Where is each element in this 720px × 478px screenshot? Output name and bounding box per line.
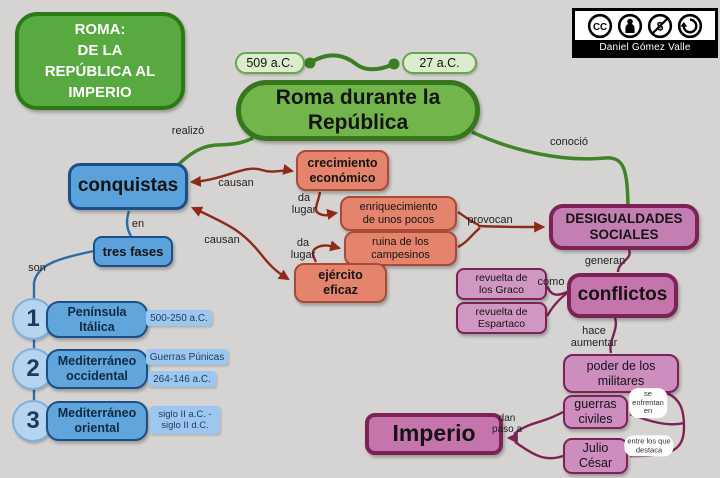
link-realizo-label: realizó [171, 124, 205, 137]
link-son-line [32, 249, 95, 421]
link-como-label: como [537, 275, 565, 288]
node-conquistas-label: conquistas [77, 175, 179, 197]
fase-3-item[interactable]: Mediterráneo oriental [46, 401, 148, 441]
node-conquistas[interactable]: conquistas [68, 163, 188, 210]
attribution-icon [617, 13, 643, 38]
node-poder-militares-label: poder de los militares [586, 358, 656, 388]
link-causan-2-label: causan [204, 233, 240, 246]
node-revuelta-espartaco[interactable]: revuelta de Espartaco [456, 302, 547, 334]
link-da-lugar-1-label: da lugar [291, 191, 317, 216]
fase-3-label: Mediterráneo oriental [57, 406, 137, 435]
fase-1-date-chip: 500-250 a.C. [146, 310, 212, 326]
timeline-end-pill[interactable]: 27 a.C. [402, 52, 477, 74]
link-provocan-arrow [477, 221, 546, 233]
link-generan-line [616, 249, 631, 273]
node-crecimiento-label: crecimiento económico [307, 155, 378, 185]
node-guerras-civiles[interactable]: guerras civiles [563, 395, 628, 429]
timeline-start-label: 509 a.C. [246, 55, 294, 70]
link-provocan-branch-top [457, 211, 480, 227]
node-desigualdades-label: DESIGUALDADES SOCIALES [565, 211, 683, 242]
license-icons: CC $ [575, 11, 715, 40]
timeline-end-label: 27 a.C. [419, 55, 460, 70]
node-ruina-campesinos[interactable]: ruina de los campesinos [344, 231, 457, 266]
node-enriquecimiento-label: enriquecimiento de unos pocos [359, 200, 438, 226]
link-da-lugar-1-arrow [314, 191, 339, 220]
share-alike-icon [677, 13, 703, 38]
node-desigualdades-sociales[interactable]: DESIGUALDADES SOCIALES [549, 204, 699, 250]
node-conflictos[interactable]: conflictos [567, 273, 678, 318]
link-dan-paso-label: dan paso a [491, 413, 523, 435]
link-conocio-label: conoció [550, 135, 588, 148]
link-provocan-label: provocan [467, 213, 513, 226]
map-title: ROMA: DE LA REPÚBLICA AL IMPERIO [15, 12, 185, 110]
timeline-dot-start [304, 57, 316, 69]
map-title-text: ROMA: DE LA REPÚBLICA AL IMPERIO [44, 21, 156, 101]
link-como-branch-espartaco [545, 292, 568, 317]
link-hace-aumentar-label: hace aumentar [570, 324, 618, 349]
link-da-lugar-2-arrow [311, 240, 342, 263]
fase-2-number-text: 2 [26, 355, 40, 382]
fase-3-date-chip: siglo II a.C. - siglo II d.C. [150, 406, 220, 434]
fase-2-note-chip: Guerras Púnicas [146, 349, 228, 365]
license-badge[interactable]: CC $ Daniel Gómez Valle [572, 8, 718, 58]
node-revuelta-graco-label: revuelta de los Graco [475, 271, 528, 296]
link-hace-aumentar-line [609, 317, 618, 354]
link-entre-destaca-label: entre los que destaca [624, 435, 674, 457]
link-como-branch-graco [545, 285, 568, 296]
node-ejercito-eficaz[interactable]: ejército eficaz [294, 263, 387, 303]
link-conocio-line [471, 130, 630, 205]
non-commercial-icon: $ [647, 13, 673, 38]
node-revuelta-espartaco-label: revuelta de Espartaco [475, 305, 528, 330]
link-dan-paso-branch-julio [514, 441, 564, 460]
link-en-label: en [131, 217, 145, 230]
fase-2-date-chip: 264-146 a.C. [148, 371, 216, 387]
node-julio-cesar-label: Julio César [578, 441, 613, 470]
link-da-lugar-2-label: da lugar [290, 236, 316, 261]
node-crecimiento-economico[interactable]: crecimiento económico [296, 150, 389, 191]
node-enriquecimiento[interactable]: enriquecimiento de unos pocos [340, 196, 457, 231]
link-en-line [125, 210, 133, 237]
fase-1-date: 500-250 a.C. [150, 312, 208, 324]
fase-3-number-text: 3 [26, 407, 40, 434]
timeline-dot-end [388, 58, 400, 70]
node-imperio-label: Imperio [392, 420, 476, 447]
link-causan-1-label: causan [218, 176, 254, 189]
node-ruina-label: ruina de los campesinos [371, 235, 430, 261]
timeline-start-pill[interactable]: 509 a.C. [235, 52, 305, 74]
node-revuelta-graco[interactable]: revuelta de los Graco [456, 268, 547, 300]
node-imperio[interactable]: Imperio [365, 413, 503, 455]
link-provocan-branch-bottom [457, 227, 481, 249]
fase-1-number[interactable]: 1 [12, 298, 54, 340]
link-se-enfrentan-label: se enfrentan en [629, 388, 667, 418]
node-guerras-civiles-label: guerras civiles [574, 397, 617, 426]
svg-text:CC: CC [593, 21, 607, 32]
link-dan-paso-branch-guerras [513, 410, 564, 435]
node-julio-cesar[interactable]: Julio César [563, 438, 628, 474]
link-causan-1-arrow [189, 163, 295, 187]
link-causan-2-arrow [190, 206, 290, 281]
fase-2-note: Guerras Púnicas [149, 351, 225, 363]
fase-2-date: 264-146 a.C. [153, 373, 211, 385]
node-ejercito-label: ejército eficaz [318, 268, 363, 297]
node-poder-militares[interactable]: poder de los militares [563, 354, 679, 393]
node-roma-republica-label: Roma durante la República [275, 85, 441, 134]
node-tres-fases[interactable]: tres fases [93, 236, 173, 267]
link-generan-label: generan [584, 254, 626, 267]
fase-3-date: siglo II a.C. - siglo II d.C. [158, 409, 212, 431]
fase-2-item[interactable]: Mediterráneo occidental [46, 349, 148, 389]
fase-2-label: Mediterráneo occidental [57, 354, 137, 383]
link-realizo-line [177, 136, 254, 166]
fase-1-number-text: 1 [26, 305, 40, 332]
cc-icon: CC [587, 13, 613, 38]
node-tres-fases-label: tres fases [102, 243, 164, 259]
timeline-squiggle [308, 53, 395, 72]
fase-1-label: Península Itálica [67, 304, 127, 334]
fase-1-item[interactable]: Península Itálica [46, 301, 148, 338]
node-roma-republica[interactable]: Roma durante la República [236, 80, 480, 141]
link-son-label: son [28, 261, 46, 274]
node-conflictos-label: conflictos [577, 284, 668, 306]
license-author: Daniel Gómez Valle [575, 40, 715, 55]
